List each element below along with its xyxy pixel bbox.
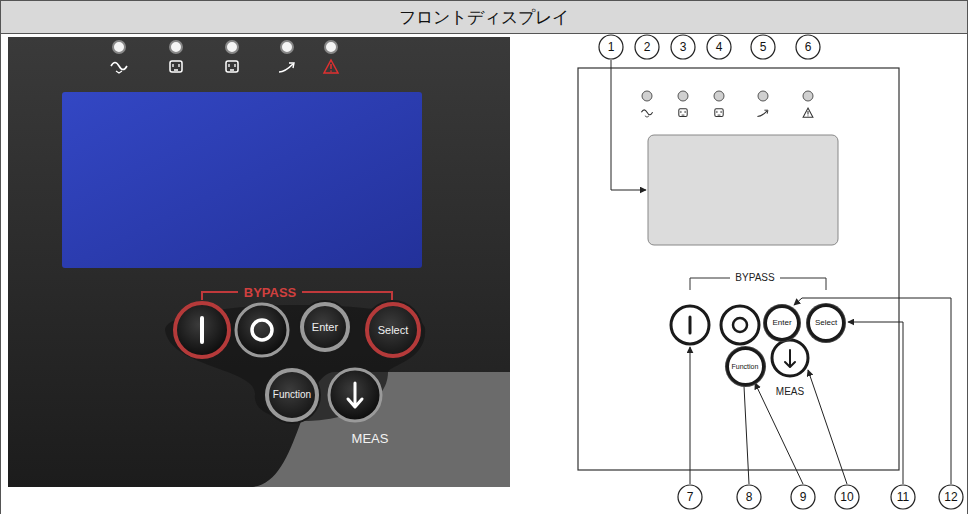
- callout-number: 5: [760, 41, 767, 53]
- button-circle: Function: [265, 368, 319, 422]
- bypass-label: BYPASS: [244, 286, 297, 299]
- callout-number: 10: [840, 491, 853, 503]
- callout-number: 9: [800, 491, 807, 503]
- callout-number: 7: [687, 491, 694, 503]
- table-title: フロントディスプレイ: [399, 6, 569, 29]
- callout-number: 11: [897, 491, 909, 503]
- callout-number: 6: [805, 41, 812, 53]
- button-label: Enter: [772, 319, 791, 327]
- panel-photo: [8, 37, 510, 487]
- callout-number: 1: [608, 41, 615, 53]
- callout-number: 4: [716, 41, 723, 53]
- meas-label: MEAS: [776, 387, 804, 397]
- button-label: Select: [815, 319, 837, 327]
- button-label: Function: [732, 363, 759, 370]
- callout-number: 2: [644, 41, 651, 53]
- button-circle: Enter: [300, 302, 350, 352]
- button-label: Select: [378, 325, 409, 336]
- button-circle: Select: [807, 304, 845, 342]
- callout-number: 12: [944, 491, 957, 503]
- button-label: Enter: [312, 322, 338, 333]
- callout-number: 8: [746, 491, 753, 503]
- panel-drawing: [578, 35, 963, 509]
- header-band: フロントディスプレイ: [1, 1, 967, 34]
- button-label: Function: [273, 390, 311, 400]
- button-circle: Select: [365, 302, 421, 358]
- callout-number: 3: [680, 41, 687, 53]
- button-circle: Function: [726, 347, 765, 386]
- button-circle: Enter: [764, 305, 800, 341]
- bypass-label: BYPASS: [735, 273, 774, 283]
- meas-label: MEAS: [352, 432, 389, 445]
